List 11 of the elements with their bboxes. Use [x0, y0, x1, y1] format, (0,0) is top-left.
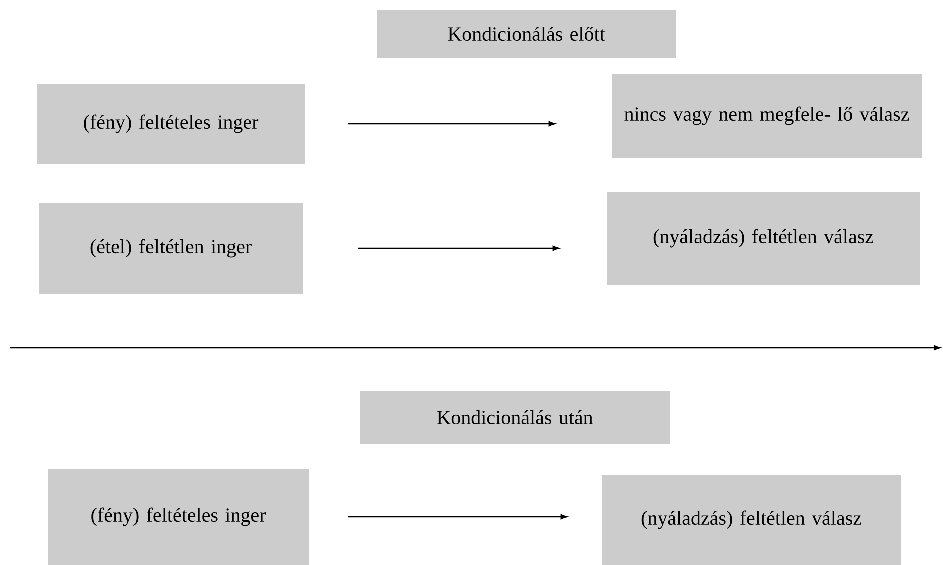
arrow: [358, 246, 560, 252]
response-box: (nyáladzás) feltétlen válasz: [607, 192, 920, 285]
heading-box: Kondicionálás után: [360, 391, 670, 444]
response-box: (nyáladzás) feltétlen válasz: [602, 475, 901, 565]
response-box: nincs vagy nem megfele- lő válasz: [612, 74, 922, 158]
stimulus-box: (fény) feltételes inger: [37, 84, 305, 164]
arrow: [348, 121, 556, 127]
arrow: [348, 514, 568, 520]
stimulus-box: (fény) feltételes inger: [48, 469, 309, 565]
heading-box: Kondicionálás előtt: [377, 10, 676, 58]
stimulus-box: (étel) feltétlen inger: [39, 203, 303, 294]
